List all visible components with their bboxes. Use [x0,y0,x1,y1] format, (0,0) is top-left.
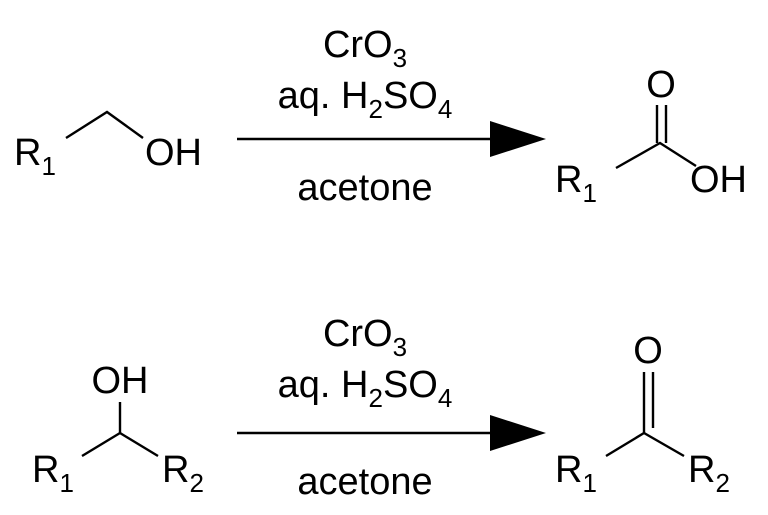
bond [81,431,159,458]
reagent-cro3: CrO3 [323,24,407,73]
r1-label: R1 [32,449,74,498]
reaction-arrow [237,415,546,451]
r1-label: R1 [14,132,56,181]
reagents: CrO3 aq. H2SO4 acetone [278,313,453,503]
reagent-cro3: CrO3 [323,313,407,362]
reagent-h2so4: aq. H2SO4 [278,364,453,413]
bond [605,431,685,458]
oh-label: OH [690,159,747,201]
reaction-1: R1 OH CrO3 aq. H2SO4 acetone R1 O OH [14,24,747,209]
reactant-secondary-alcohol: OH R1 R2 [32,360,204,498]
oh-label: OH [145,132,202,174]
reagents: CrO3 aq. H2SO4 acetone [278,24,453,209]
solvent-label: acetone [297,167,432,209]
bond [615,141,697,170]
r1-label: R1 [555,159,597,208]
oh-label: OH [92,360,149,402]
o-label: O [633,330,663,372]
o-label: O [646,64,676,106]
reaction-arrow [237,121,546,157]
reactant-primary-alcohol: R1 OH [14,110,202,181]
r1-label: R1 [555,449,597,498]
reaction-2: OH R1 R2 CrO3 aq. H2SO4 acetone O R1 R2 [32,313,730,503]
product-ketone: O R1 R2 [555,330,730,498]
reagent-h2so4: aq. H2SO4 [278,75,453,124]
r2-label: R2 [162,449,204,498]
product-carboxylic-acid: R1 O OH [555,64,747,208]
bond [65,110,144,140]
r2-label: R2 [688,449,730,498]
solvent-label: acetone [297,461,432,503]
